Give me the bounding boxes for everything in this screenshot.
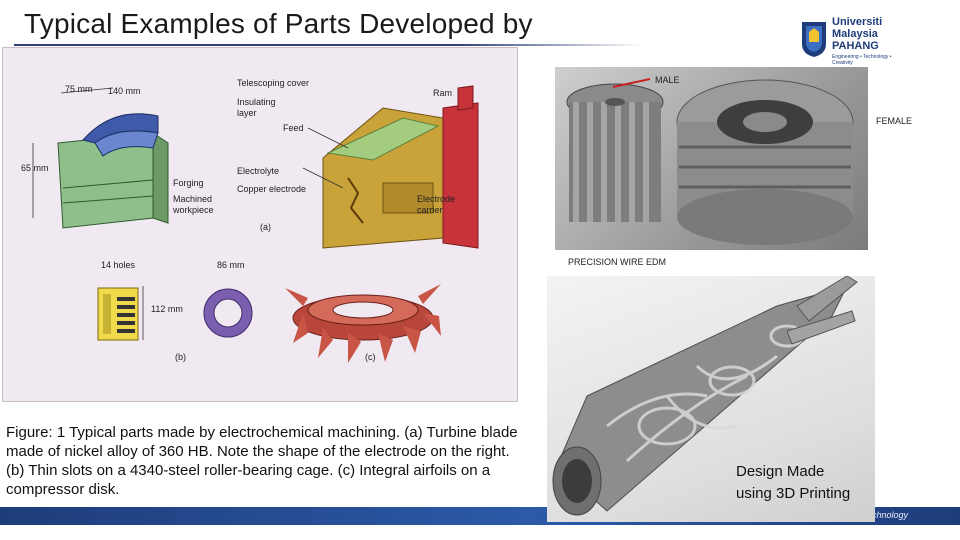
label-electrolyte: Electrolyte <box>237 166 280 176</box>
slide-title: Typical Examples of Parts Developed by <box>24 8 533 39</box>
label-14-holes: 14 holes <box>101 260 136 270</box>
footer-text: Technology <box>862 510 908 520</box>
forging-workpiece-drawing <box>32 87 169 229</box>
3d-printed-cone-illustration <box>552 276 858 516</box>
label-140mm: 140 mm <box>108 86 141 96</box>
figure-caption: Figure: 1 Typical parts made by electroc… <box>6 424 518 498</box>
label-112mm: 112 mm <box>151 304 183 314</box>
label-machined: Machined <box>173 194 213 204</box>
logo-line-3: PAHANG <box>832 40 879 52</box>
ecm-figure: 75 mm 140 mm 65 mm Telescoping cover Ram… <box>2 47 518 402</box>
label-panel-c: (c) <box>365 352 376 362</box>
label-forging: Forging <box>173 178 204 188</box>
label-65mm: 65 mm <box>21 163 49 173</box>
compressor-disk-drawing <box>285 284 441 363</box>
female-part <box>676 79 854 245</box>
ecm-illustration <box>32 85 479 363</box>
male-pointer <box>612 78 651 88</box>
label-carrier: carrier <box>417 205 443 215</box>
label-panel-b: (b) <box>175 352 186 362</box>
female-label: FEMALE <box>876 116 913 126</box>
label-copper-electrode: Copper electrode <box>237 184 307 194</box>
logo-line-1: Universiti <box>832 16 883 28</box>
3d-print-photo <box>547 276 875 522</box>
edm-parts-illustration <box>566 78 854 245</box>
logo-tagline: Engineering • Technology • Creativity <box>832 54 892 66</box>
bearing-cage-drawing <box>97 286 253 341</box>
label-feed: Feed <box>283 123 304 133</box>
male-label: MALE <box>655 75 680 85</box>
edm-photo: MALE <box>555 67 868 250</box>
label-insulating: Insulating <box>237 97 276 107</box>
label-electrode: Electrode <box>417 194 456 204</box>
shield-icon <box>802 22 826 57</box>
university-logo: Universiti Malaysia PAHANG Engineering •… <box>800 16 910 66</box>
edm-caption: PRECISION WIRE EDM <box>568 257 667 267</box>
label-workpiece: workpiece <box>173 205 214 215</box>
label-layer: layer <box>237 108 257 118</box>
3d-print-caption: Design Made using 3D Printing <box>736 463 851 502</box>
label-telescoping-cover: Telescoping cover <box>237 78 310 88</box>
label-86mm: 86 mm <box>217 260 245 270</box>
label-75mm: 75 mm <box>65 84 93 94</box>
label-ram: Ram <box>433 88 453 98</box>
label-panel-a: (a) <box>260 222 271 232</box>
logo-line-2: Malaysia <box>832 28 878 40</box>
electrode-assembly-drawing <box>302 85 479 249</box>
title-underline <box>14 44 644 46</box>
male-part <box>566 83 664 222</box>
